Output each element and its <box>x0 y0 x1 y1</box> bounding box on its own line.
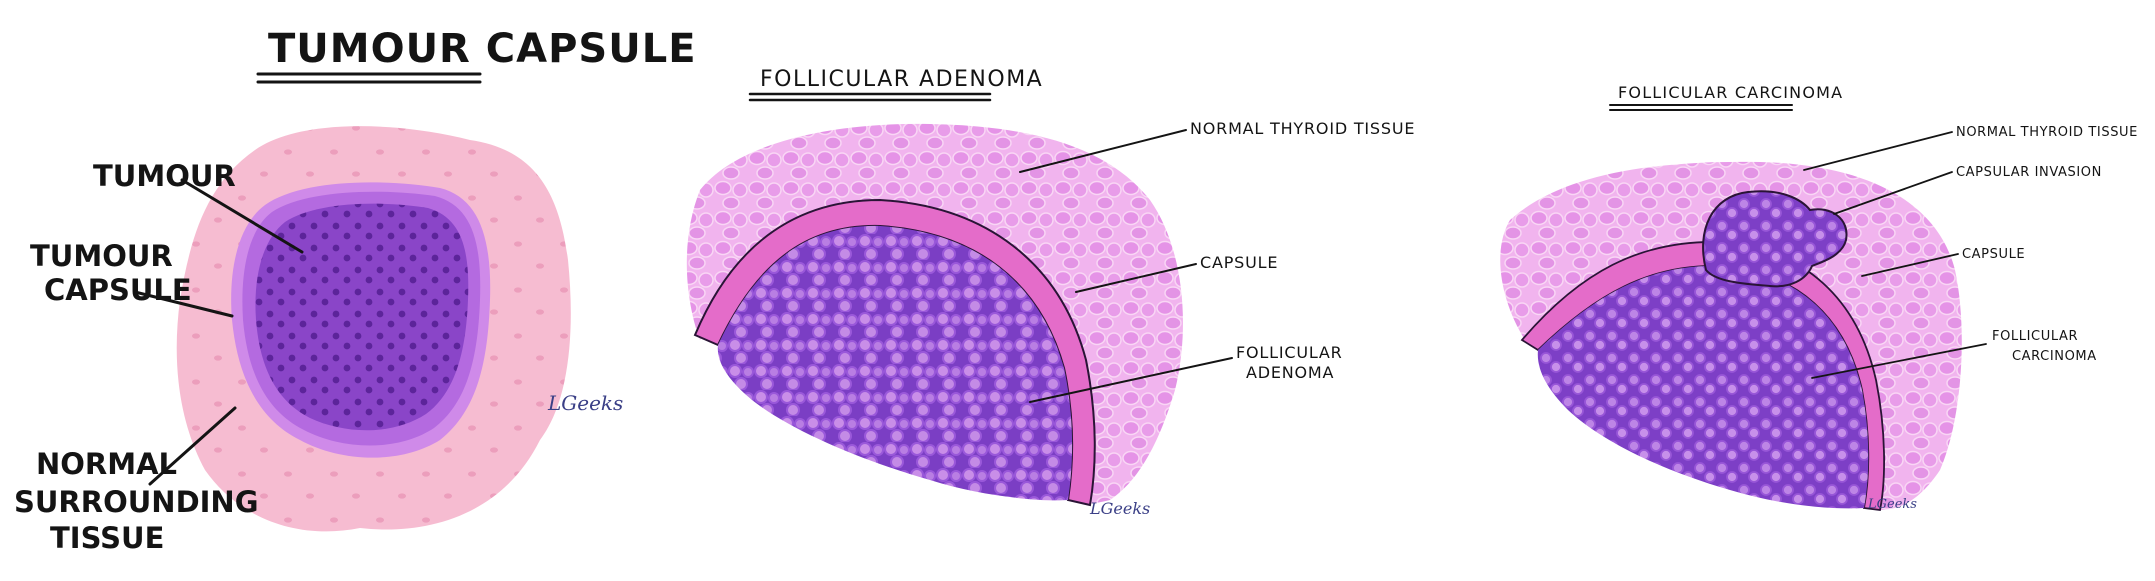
signature: LGeeks <box>1867 497 1917 512</box>
pointer-line <box>1803 131 1953 171</box>
label-capsular-invasion: CAPSULAR INVASION <box>1956 165 2102 180</box>
pointer-line <box>1075 263 1197 293</box>
label-normal-3: TISSUE <box>50 521 164 555</box>
follicular-adenoma <box>717 225 1073 501</box>
panel-follicular-carcinoma: FOLLICULAR CARCINOMA NORMAL THYROID TISS… <box>1500 83 2138 512</box>
tumour <box>255 203 469 431</box>
panel1-title: TUMOUR CAPSULE <box>268 26 697 72</box>
capsular-invasion <box>1702 190 1848 288</box>
label-carcinoma-2: CARCINOMA <box>2012 349 2097 364</box>
label-normal-2: SURROUNDING <box>14 485 259 519</box>
label-normal-thyroid: NORMAL THYROID TISSUE <box>1956 125 2138 140</box>
label-capsule: CAPSULE <box>1200 253 1278 272</box>
signature: LGeeks <box>1089 499 1150 518</box>
pointer-line <box>133 290 234 318</box>
follicular-carcinoma <box>1537 265 1869 509</box>
pointer-line <box>1029 357 1233 403</box>
normal-thyroid-tissue <box>1500 161 1962 510</box>
label-adenoma-1: FOLLICULAR <box>1236 343 1343 362</box>
label-normal-thyroid: NORMAL THYROID TISSUE <box>1190 119 1415 138</box>
panel-follicular-adenoma: FOLLICULAR ADENOMA NORMAL THYROID TISSUE… <box>686 67 1415 518</box>
panel2-title: FOLLICULAR ADENOMA <box>760 67 1043 92</box>
label-tumour: TUMOUR <box>93 159 236 193</box>
pointer-line <box>148 406 237 486</box>
pointer-line <box>1833 171 1953 215</box>
panel-tumour-capsule: TUMOUR CAPSULE TUMOUR TUMOUR CAPSULE NOR… <box>14 26 697 555</box>
label-capsule: CAPSULE <box>1962 247 2025 262</box>
pointer-line <box>1811 343 1987 379</box>
label-carcinoma-1: FOLLICULAR <box>1992 329 2078 344</box>
label-normal-1: NORMAL <box>36 447 177 481</box>
label-adenoma-2: ADENOMA <box>1246 363 1334 382</box>
pointer-line <box>1019 129 1187 173</box>
panel3-title: FOLLICULAR CARCINOMA <box>1618 83 1843 102</box>
pointer-line <box>1861 253 1959 277</box>
pointer-line <box>180 178 304 254</box>
label-tumour-capsule-1: TUMOUR <box>30 239 173 273</box>
signature: LGeeks <box>547 391 623 415</box>
